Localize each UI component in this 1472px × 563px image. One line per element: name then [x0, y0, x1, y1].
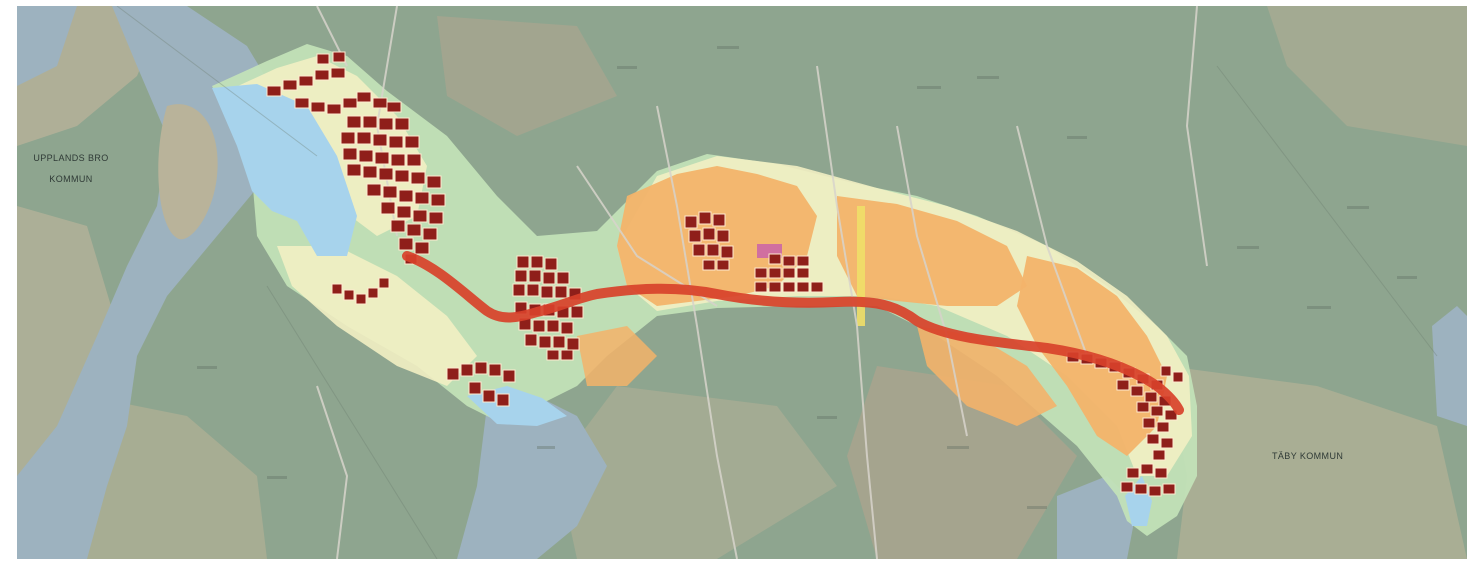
- settlement-area: [837, 196, 1027, 306]
- map-view[interactable]: UPPLANDS BRO KOMMUN TÄBY KOMMUN: [17, 6, 1467, 559]
- open-land-area: [1267, 6, 1467, 146]
- open-land-area: [17, 206, 117, 476]
- upplands-bro-label: UPPLANDS BRO KOMMUN: [21, 152, 121, 186]
- lake-water: [1057, 476, 1137, 559]
- taby-kommun-label: TÄBY KOMMUN: [1272, 451, 1344, 461]
- open-land-area: [437, 16, 617, 136]
- island: [158, 104, 218, 240]
- map-grid-lines: [116, 6, 1438, 559]
- settlement-area: [917, 326, 1057, 426]
- lake-water: [1432, 306, 1467, 426]
- map-symbols: [197, 46, 1417, 509]
- railway-corridor: [857, 206, 865, 326]
- settlement-area: [577, 326, 657, 386]
- development-blocks-center: [684, 211, 824, 293]
- corridor-zone: [277, 246, 477, 386]
- upplands-bro-label-line1: UPPLANDS BRO: [33, 153, 109, 163]
- lake-water: [212, 84, 357, 256]
- development-blocks-west: [266, 51, 446, 305]
- tram-route-line[interactable]: [402, 251, 1184, 415]
- lake-water: [457, 396, 607, 559]
- open-land-area: [557, 386, 837, 559]
- lake-water: [17, 6, 77, 86]
- upplands-bro-label-line2: KOMMUN: [49, 174, 93, 184]
- regional-map[interactable]: [17, 6, 1467, 559]
- open-land-area: [1167, 366, 1467, 559]
